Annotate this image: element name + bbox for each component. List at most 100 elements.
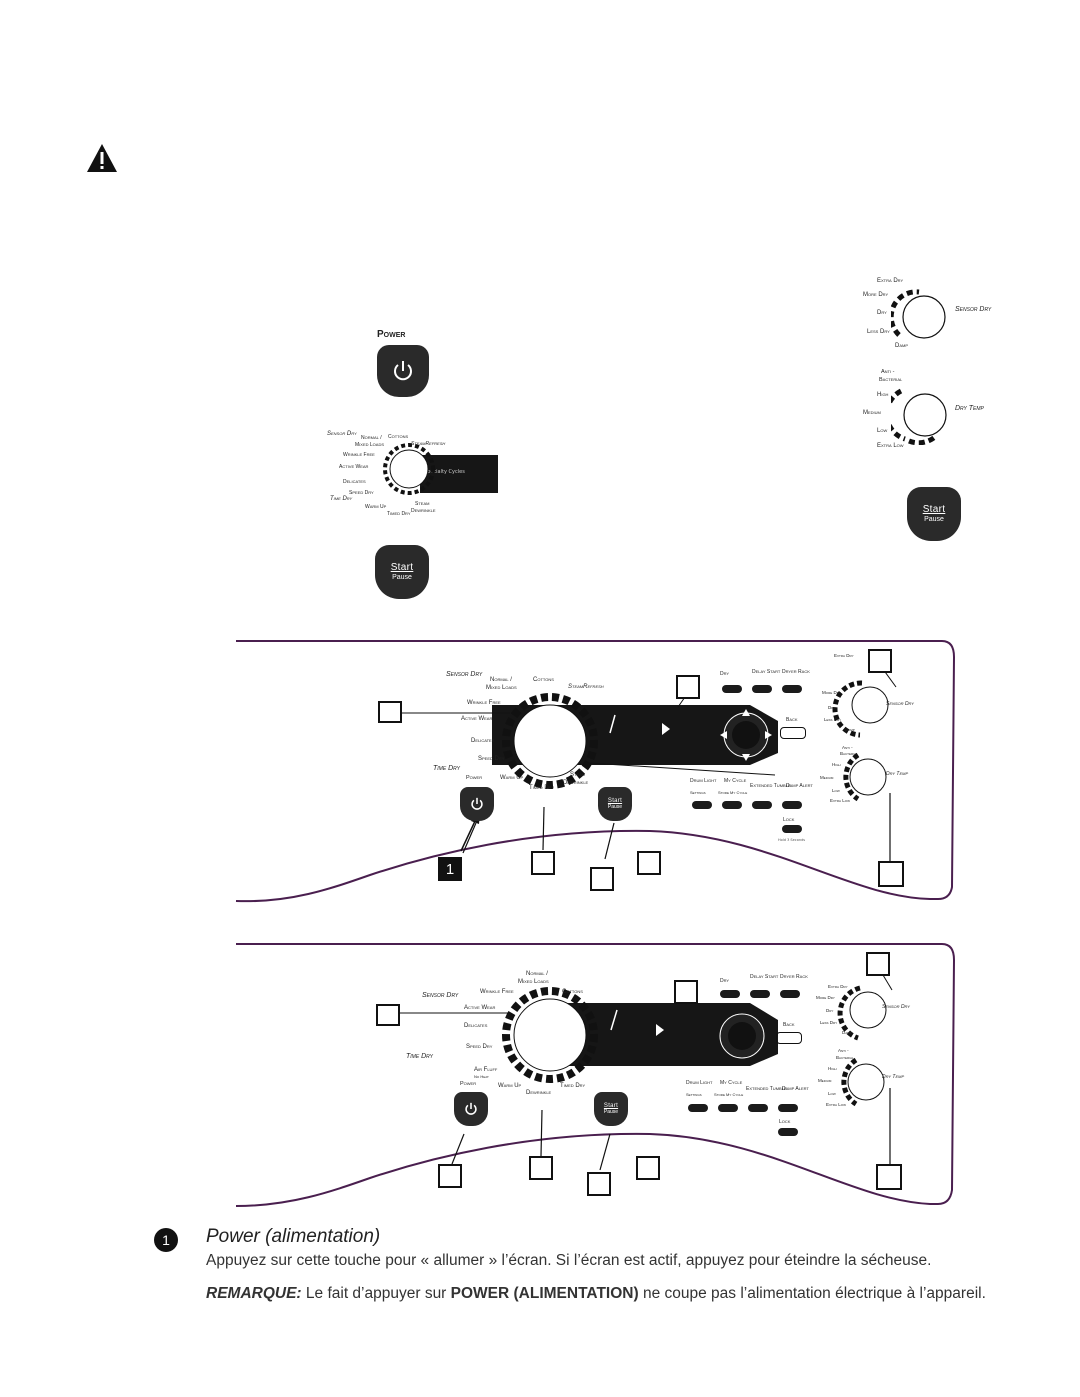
cycle-active-wear: Active Wear <box>339 464 369 470</box>
power-button[interactable] <box>377 345 429 397</box>
d2-drum-light-button[interactable] <box>688 1104 708 1112</box>
d2-dryer-rack-button[interactable] <box>780 990 800 998</box>
power-icon <box>471 797 483 810</box>
d1-extended-tumble-label: Extended Tumble <box>750 783 791 789</box>
d2-dry-temp-heading: Dry Temp <box>882 1074 905 1080</box>
d2-lock-button[interactable] <box>778 1128 798 1136</box>
cycle-knob-group: Specialty Cycles Sensor Dry Normal / Mix… <box>325 425 500 520</box>
d1-delay-start-button[interactable] <box>752 685 772 693</box>
d1-power-button[interactable] <box>460 787 494 821</box>
sensor-dry-heading: Sensor Dry <box>955 306 992 313</box>
section-number: 1 <box>162 1232 170 1248</box>
note-text-bold: POWER (ALIMENTATION) <box>450 1285 639 1302</box>
d1-start-button[interactable]: Start Pause <box>598 787 632 821</box>
d2-delay-start-button[interactable] <box>750 990 770 998</box>
temp-high: High <box>877 392 889 398</box>
d2-start-button[interactable]: Start Pause <box>594 1092 628 1126</box>
cycle-mixed-loads: Mixed Loads <box>355 442 385 448</box>
d1-lock-button[interactable] <box>782 825 802 833</box>
d2-pause-label: Pause <box>603 1108 619 1115</box>
d2-cycle-speed-dry: Speed Dry <box>466 1044 493 1050</box>
panel-outline <box>235 640 956 903</box>
d1-damp-alert-button[interactable] <box>782 801 802 809</box>
d1-extended-tumble-button[interactable] <box>752 801 772 809</box>
dry-temp-knob[interactable] <box>891 385 947 445</box>
d2-store-cycle-label: Store My Cycle <box>714 1092 744 1097</box>
d2-high: High <box>828 1066 837 1071</box>
d2-anti: Anti - <box>838 1048 849 1053</box>
d2-cycle-time-dry: Time Dry <box>406 1053 433 1060</box>
cycle-normal: Normal / <box>361 435 382 441</box>
d2-bacterial: Bacterial <box>836 1055 854 1060</box>
d2-drum-light-label: Drum Light <box>686 1080 713 1086</box>
d2-low: Low <box>828 1091 836 1096</box>
d1-dry-button[interactable] <box>722 685 742 693</box>
d1-sensor-dry-heading: Sensor Dry <box>886 701 914 707</box>
callout-box <box>866 952 890 976</box>
d2-my-cycle-button[interactable] <box>718 1104 738 1112</box>
d1-my-cycle-button[interactable] <box>722 801 742 809</box>
d1-extra-dry: Extra Dry <box>834 653 854 658</box>
d2-lock-label: Lock <box>779 1119 791 1125</box>
d2-power-button[interactable] <box>454 1092 488 1126</box>
d1-back-label: Back <box>786 717 798 723</box>
cycle-cottons: Cottons <box>388 434 409 440</box>
d1-cycle-steam: Steam <box>570 772 586 778</box>
d1-cycle-wrinkle-free: Wrinkle Free <box>467 700 501 706</box>
callout-box <box>878 861 904 887</box>
d1-dryer-rack-button[interactable] <box>782 685 802 693</box>
d1-cycle-mixed-loads: Mixed Loads <box>486 685 517 691</box>
d2-back-button[interactable] <box>776 1032 802 1044</box>
d2-damp: Damp <box>842 1030 852 1035</box>
d2-extra-low: Extra Low <box>826 1102 846 1107</box>
d1-back-button[interactable] <box>780 727 806 739</box>
section-body: Appuyez sur cette touche pour « allumer … <box>206 1252 932 1269</box>
callout-box <box>636 1156 660 1180</box>
temp-low: Low <box>877 428 888 434</box>
start-label-right: Start <box>922 504 946 516</box>
temp-bacterial: Bacterial <box>879 377 903 383</box>
section-number-badge: 1 <box>154 1228 178 1252</box>
d1-lock-note: Hold 3 Seconds <box>778 838 806 842</box>
d1-bacterial: Bacterial <box>840 751 858 756</box>
d1-dry-label: Dry <box>720 671 730 677</box>
start-pause-button-right[interactable]: Start Pause <box>907 487 961 541</box>
d2-dry-button[interactable] <box>720 990 740 998</box>
d2-cycle-sensor-dry: Sensor Dry <box>422 992 459 999</box>
d2-power-label: Power <box>460 1081 477 1087</box>
d2-dryer-rack-label: Dryer Rack <box>780 974 808 980</box>
specialty-cycles-label: Specialty Cycles <box>424 469 465 475</box>
d1-cycle-timed-dry: Timed Dry <box>529 785 555 791</box>
d1-medium: Medium <box>820 775 834 780</box>
callout-box <box>676 675 700 699</box>
d2-extended-tumble-button[interactable] <box>748 1104 768 1112</box>
d1-cycle-speed-dry: Speed Dry <box>478 756 505 762</box>
d1-low: Low <box>832 788 840 793</box>
d1-lock-label: Lock <box>783 817 795 823</box>
d1-less-dry: Less Dry <box>824 717 842 722</box>
d1-cycle-time-dry: Time Dry <box>433 765 460 772</box>
control-panel-diagram-2: Normal / Mixed Loads Sensor Dry Wrinkle … <box>230 938 960 1210</box>
d2-dry: Dry <box>826 1008 834 1013</box>
d1-drum-light-button[interactable] <box>692 801 712 809</box>
d2-back-label: Back <box>783 1022 795 1028</box>
d2-cycle-timed-dry: Timed Dry <box>560 1083 586 1089</box>
callout-box <box>637 851 661 875</box>
d1-my-cycle-label: My Cycle <box>724 778 747 784</box>
d2-damp-alert-button[interactable] <box>778 1104 798 1112</box>
start-pause-button[interactable]: Start Pause <box>375 545 429 599</box>
dryness-dry: Dry <box>877 310 887 316</box>
panel-outline <box>235 943 956 1207</box>
callout-box <box>587 1172 611 1196</box>
callout-number-text: 1 <box>445 860 455 878</box>
d2-extended-tumble-label: Extended Tumble <box>746 1086 787 1092</box>
top-right-knobs: Extra Dry More Dry Dry Less Dry Damp Sen… <box>855 275 1005 455</box>
cycle-knob[interactable] <box>383 443 435 495</box>
sensor-dry-knob[interactable] <box>891 289 947 345</box>
d2-medium: Medium <box>818 1078 832 1083</box>
d1-start-label: Start <box>607 798 623 805</box>
d2-damp-alert-label: Damp Alert <box>782 1086 809 1092</box>
temp-medium: Medium <box>863 410 881 416</box>
cycle-dewrinkle: Dewrinkle <box>411 508 436 514</box>
callout-box <box>868 649 892 673</box>
